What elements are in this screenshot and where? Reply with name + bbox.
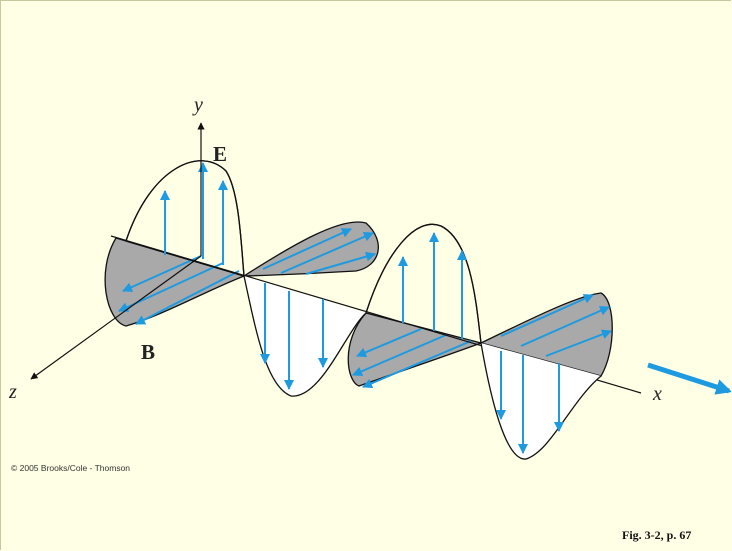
x-axis-label: x [652, 383, 662, 405]
e-field-arrows [160, 162, 564, 454]
y-axis-label: y [192, 94, 203, 116]
b-field-label: B [141, 340, 155, 364]
z-axis-label: z [8, 381, 17, 403]
z-axis [30, 255, 202, 380]
e-field-label: E [213, 142, 227, 166]
figure-caption: Fig. 3-2, p. 67 [622, 528, 692, 542]
e-field-plane [125, 160, 602, 460]
propagation-arrow-icon [647, 362, 731, 395]
copyright-notice: © 2005 Brooks/Cole - Thomson [11, 463, 131, 473]
